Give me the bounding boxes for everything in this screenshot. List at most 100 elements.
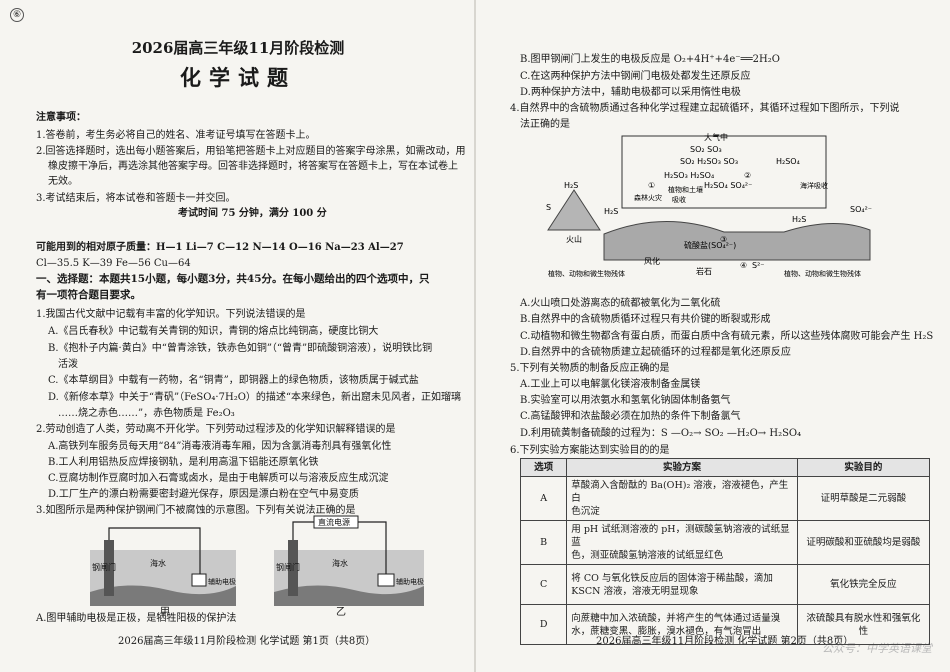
wire (108, 527, 201, 576)
row-option: B (519, 520, 568, 565)
notice-item: 无效。 (48, 176, 78, 187)
table-row: D 向蔗糖中加入浓硫酸，并将产生的气体通过适量溴水，蔗糖变黑、膨胀，溴水褪色，有… (519, 604, 931, 645)
q2-option-c: C.豆腐坊制作豆腐时加入石膏或卤水，是由于电解质可以与溶液反应生成沉淀 (48, 473, 389, 484)
q3-stem: 3.如图所示是两种保护钢闸门不被腐蚀的示意图。下列有关说法正确的是 (36, 505, 356, 516)
figure-caption-right: 乙 (336, 607, 346, 618)
row-goal: 浓硫酸具有脱水性和强氧化性 (796, 604, 931, 645)
q2-option-b: B.工人利用铝热反应焊接钢轨，是利用高温下铝能还原氧化铁 (48, 457, 319, 468)
diagram-text: 风化 (644, 256, 660, 266)
q5-option-a: A.工业上可以电解氯化镁溶液制备金属镁 (520, 379, 701, 390)
steel-gate (288, 540, 298, 596)
plan-line: 将 CO 与氧化铁反应后的固体溶于稀盐酸，滴加 (571, 572, 773, 584)
row-option: D (519, 604, 568, 645)
q5-option-b: B.实验室可以用浓氨水和氢氧化钠固体制备氨气 (520, 395, 731, 406)
diagram-text: 植物和土壤 (668, 185, 703, 194)
q1-option-b: B.《抱朴子内篇·黄白》中“曾青涂铁，铁赤色如铜”（“曾青”即硫酸铜溶液），说明… (48, 343, 433, 354)
header-option: 选项 (519, 458, 568, 477)
diagram-text: H₂S (604, 207, 618, 216)
q4-stem-cont: 法正确的是 (520, 119, 570, 130)
atmosphere-box (621, 135, 827, 209)
diagram-text: S²⁻ (752, 261, 765, 270)
row-plan: 向蔗糖中加入浓硫酸，并将产生的气体通过适量溴水，蔗糖变黑、膨胀，溴水褪色，有气泡… (566, 604, 798, 645)
figure-caption-left: 甲 (160, 607, 170, 618)
auxiliary-electrode (377, 573, 395, 587)
q1-option-d: D.《新修本草》中关于“青矾”（FeSO₄·7H₂O）的描述“本来绿色，新出窟未… (48, 392, 462, 403)
diagram-text: H₂SO₄ (776, 157, 800, 166)
row-plan: 草酸滴入含酚酞的 Ba(OH)₂ 溶液，溶液褪色，产生白色沉淀 (566, 476, 798, 521)
diagram-text: 植物、动物和微生物残体 (548, 269, 625, 278)
page-fold (474, 0, 477, 672)
q1-stem: 1.我国古代文献中记载有丰富的化学知识。下列说法错误的是 (36, 309, 306, 320)
atomic-mass-line: Cl—35.5 K—39 Fe—56 Cu—64 (36, 258, 191, 269)
water-label: 海水 (332, 558, 348, 568)
row-goal: 氧化铁完全反应 (796, 564, 931, 605)
gate-label: 钢闸门 (276, 562, 300, 572)
q1-option-a: A.《吕氏春秋》中记载有关青铜的知识，青铜的熔点比纯铜高，硬度比铜大 (48, 326, 379, 337)
circle-mark: ③ (720, 235, 727, 244)
seabed (90, 585, 236, 606)
q5-option-d: D.利用硫黄制备硫酸的过程为：S —O₂→ SO₂ —H₂O→ H₂SO₄ (520, 428, 802, 439)
plan-line: 水，蔗糖变黑、膨胀，溴水褪色，有气泡冒出 (571, 625, 762, 637)
q1-option-c: C.《本草纲目》中载有一药物，名“铜青”，即铜器上的绿色物质，该物质属于碱式盐 (48, 375, 419, 386)
notice-heading: 注意事项： (36, 112, 86, 123)
q4-option-a: A.火山喷口处游离态的硫都被氧化为二氧化硫 (520, 298, 721, 309)
wire (292, 521, 387, 576)
electrode-label: 辅助电极 (208, 577, 236, 586)
notice-item: 橡皮擦干净后，再选涂其他答案字母。回答非选择题时，将答案写在答题卡上，写在本试卷… (48, 161, 458, 172)
diagram-text: 硫酸盐(SO₄²⁻) (684, 240, 736, 250)
plan-line: 向蔗糖中加入浓硫酸，并将产生的气体通过适量溴 (571, 612, 781, 624)
exam-title: 2026届高三年级11月阶段检测 (131, 39, 345, 57)
q3-option-d: D.两种保护方法中，辅助电极都可以采用惰性电极 (520, 87, 741, 98)
diagram-text: H₂S (564, 181, 578, 190)
plan-line: 用 pH 试纸测溶液的 pH，测碳酸氢钠溶液的试纸显蓝 (571, 524, 790, 548)
diagram-text: 吸收 (672, 195, 686, 204)
exam-page-1: ⑥ 2026届高三年级11月阶段检测 化学试题 注意事项： 1.答卷前，考生务必… (0, 0, 476, 672)
exam-time: 考试时间 75 分钟，满分 100 分 (178, 208, 327, 219)
volcano-shape (547, 189, 601, 231)
steel-gate (104, 540, 114, 596)
q5-option-c: C.高锰酸钾和浓盐酸必须在加热的条件下制备氯气 (520, 411, 741, 422)
q4-option-d: D.自然界中的含硫物质建立起硫循环的过程都是氧化还原反应 (520, 347, 791, 358)
circle-mark: ② (744, 171, 751, 180)
q3-option-c: C.在这两种保护方法中钢闸门电极处都发生还原反应 (520, 71, 751, 82)
electrode-label: 辅助电极 (396, 577, 424, 586)
diagram-text: SO₂ SO₃ (690, 145, 722, 154)
page-footer: 2026届高三年级11月阶段检测 化学试题 第1页（共8页） (118, 636, 376, 647)
table-row: B 用 pH 试纸测溶液的 pH，测碳酸氢钠溶液的试纸显蓝色，测亚硫酸氢钠溶液的… (519, 520, 931, 565)
q5-stem: 5.下列有关物质的制备反应正确的是 (510, 363, 670, 374)
diagram-text: H₂S (792, 215, 806, 224)
q3-option-a: A.图甲辅助电极是正极，是牺牲阳极的保护法 (36, 613, 237, 624)
diagram-text: 森林火灾 (634, 193, 662, 202)
plan-line: 色沉淀 (571, 506, 600, 517)
circle-mark: ① (648, 181, 655, 190)
notice-item: 2.回答选择题时，选出每小题答案后，用铅笔把答题卡上对应题目的答案字母涂黑，如需… (36, 146, 466, 157)
q3-option-b: B.图甲钢闸门上发生的电极反应是 O₂+4H⁺+4e⁻══2H₂O (520, 54, 780, 65)
diagram-text: SO₂ H₂SO₃ SO₃ (680, 157, 738, 166)
plan-line: 草酸滴入含酚酞的 Ba(OH)₂ 溶液，溶液褪色，产生白 (571, 480, 789, 504)
q6-table: 选项 实验方案 实验目的 A 草酸滴入含酚酞的 Ba(OH)₂ 溶液，溶液褪色，… (519, 458, 931, 645)
q1-option-d-cont: ……烧之赤色……”，赤色物质是 Fe₂O₃ (58, 408, 235, 419)
power-label: 直流电源 (318, 517, 350, 527)
row-option: A (519, 476, 568, 521)
table-header-row: 选项 实验方案 实验目的 (519, 458, 931, 477)
section-heading: 有一项符合题目要求。 (36, 289, 141, 301)
subject-title: 化学试题 (180, 65, 296, 90)
diagram-text: 海洋吸收 (800, 181, 828, 190)
sulfur-cycle-diagram: 大气中 SO₂ SO₃ SO₂ H₂SO₃ SO₃ H₂SO₃ H₂SO₄ H₂… (546, 132, 872, 278)
q4-option-b: B.自然界中的含硫物质循环过程只有共价键的断裂或形成 (520, 314, 771, 325)
q6-stem: 6.下列实验方案能达到实验目的的是 (510, 445, 670, 456)
volcano-label: 火山 (566, 234, 582, 244)
circle-mark: ④ (740, 261, 747, 270)
diagram-text: H₂SO₄ SO₄²⁻ (704, 181, 752, 190)
land-shape (603, 221, 871, 261)
row-option: C (519, 564, 568, 605)
q1-option-b-cont: 活泼 (58, 359, 78, 370)
notice-item: 3.考试结束后，将本试卷和答题卡一并交回。 (36, 193, 236, 204)
water-label: 海水 (150, 558, 166, 568)
watermark: 公众号：中学英语课堂 (822, 642, 932, 655)
q2-option-d: D.工厂生产的漂白粉需要密封避光保存，原因是漂白粉在空气中易变质 (48, 489, 359, 500)
section-heading: 一、选择题：本题共15小题，每小题3分，共45分。在每小题给出的四个选项中，只 (36, 273, 430, 285)
auxiliary-electrode (191, 573, 207, 587)
